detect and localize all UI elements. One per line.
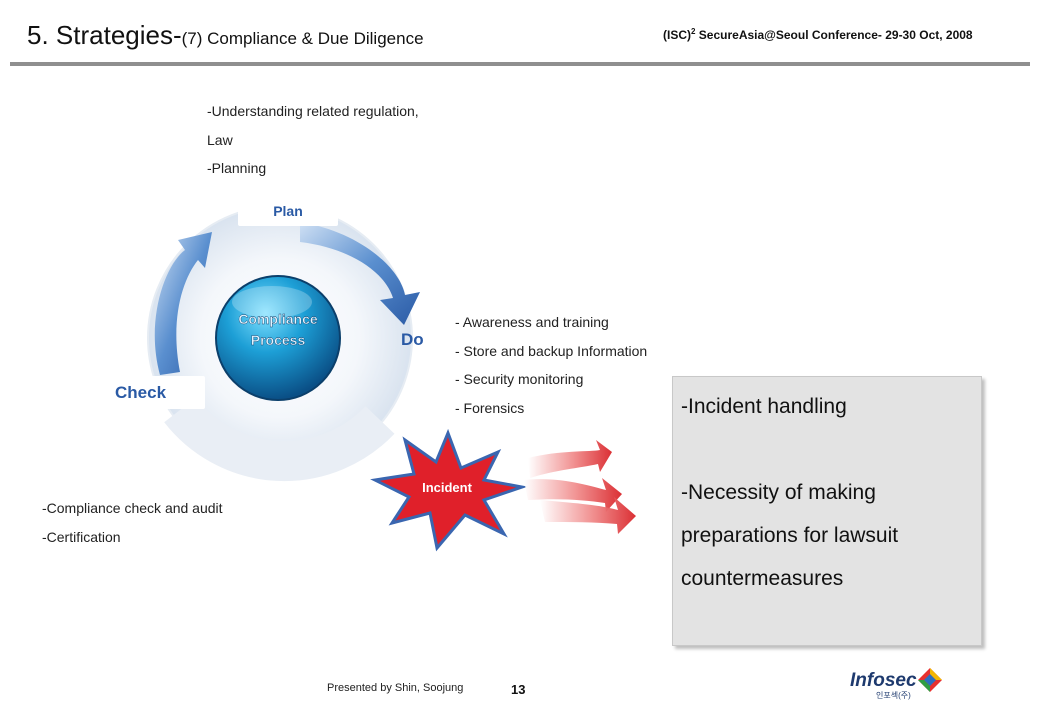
check-bullets: -Compliance check and audit -Certificati… [42,494,223,551]
red-arrow-2 [524,478,622,512]
incident-panel-line: -Necessity of making [681,481,876,504]
list-item: - Store and backup Information [455,342,648,359]
sphere-highlight [232,286,312,318]
compliance-sphere [215,275,341,401]
list-item: -Compliance check and audit [42,500,223,516]
red-arrow-3 [540,497,636,534]
incident-panel: -Incident handling -Necessity of making … [672,376,982,646]
conference-info: (ISC)2 SecureAsia@Seoul Conference- 29-3… [663,27,973,42]
incident-panel-line: preparations for lawsuit [681,524,899,547]
incident-label: Incident [422,480,473,495]
center-label-1: Compliance [238,311,318,327]
list-item: -Planning [207,160,267,176]
list-item: -Understanding related regulation, [207,103,419,119]
slide-title: 5. Strategies-(7) Compliance & Due Dilig… [27,20,424,51]
check-label: Check [95,376,205,409]
cycle-ring-lower [164,397,395,482]
list-item: - Forensics [455,399,525,416]
do-bullets: - Awareness and training - Store and bac… [455,308,647,422]
incident-starburst [370,428,528,552]
red-arrow-1 [528,440,612,478]
list-item: - Security monitoring [455,371,584,387]
infosec-logo-text: Infosec [850,670,917,691]
check-to-plan-arrow [154,232,212,375]
infosec-logo-mark [918,668,942,692]
slide-subtitle: (7) Compliance & Due Diligence [181,29,424,48]
list-item: - Awareness and training [455,314,609,330]
infosec-logo-subtext: 인포섹(주) [876,691,911,700]
header-divider [10,62,1030,66]
plan-label: Plan [238,196,338,226]
incident-panel-line: countermeasures [681,567,844,590]
do-label: Do [401,330,424,349]
presenter-credit: Presented by Shin, Soojung [327,682,464,694]
page-number: 13 [511,682,526,697]
plan-to-do-arrow [300,222,420,325]
incident-panel-line: -Incident handling [681,395,847,418]
plan-bullets: -Understanding related regulation, Law -… [207,97,419,183]
center-label-2: Process [251,332,306,348]
list-item: Law [207,131,233,148]
list-item: -Certification [42,528,121,545]
slide-title-main: 5. Strategies- [27,20,182,50]
